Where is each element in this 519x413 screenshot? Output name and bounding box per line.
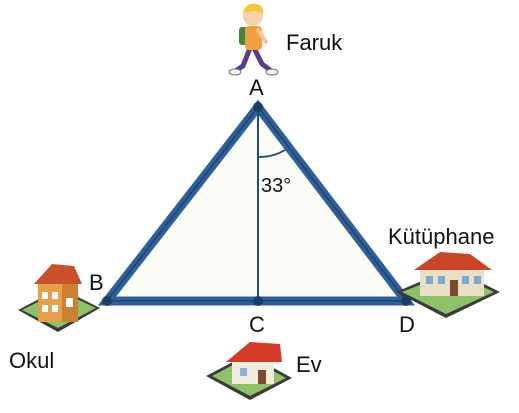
vertex-label-d: D [399, 312, 415, 337]
library-illustration [396, 252, 500, 318]
walking-boy-illustration [228, 3, 279, 76]
school-house-illustration [18, 264, 100, 332]
home-illustration [206, 342, 292, 400]
vertex-label-a: A [249, 75, 264, 100]
angle-arc [257, 149, 286, 158]
label-faruk: Faruk [286, 30, 343, 55]
point-c [253, 296, 263, 306]
vertex-label-b: B [89, 270, 104, 295]
triangle-abd [97, 99, 416, 306]
point-b [102, 296, 112, 306]
angle-label: 33° [261, 175, 292, 197]
point-a [253, 102, 263, 112]
vertex-label-c: C [249, 312, 265, 337]
label-kutuphane: Kütüphane [388, 224, 495, 249]
label-ev: Ev [296, 352, 322, 377]
label-okul: Okul [9, 348, 55, 373]
